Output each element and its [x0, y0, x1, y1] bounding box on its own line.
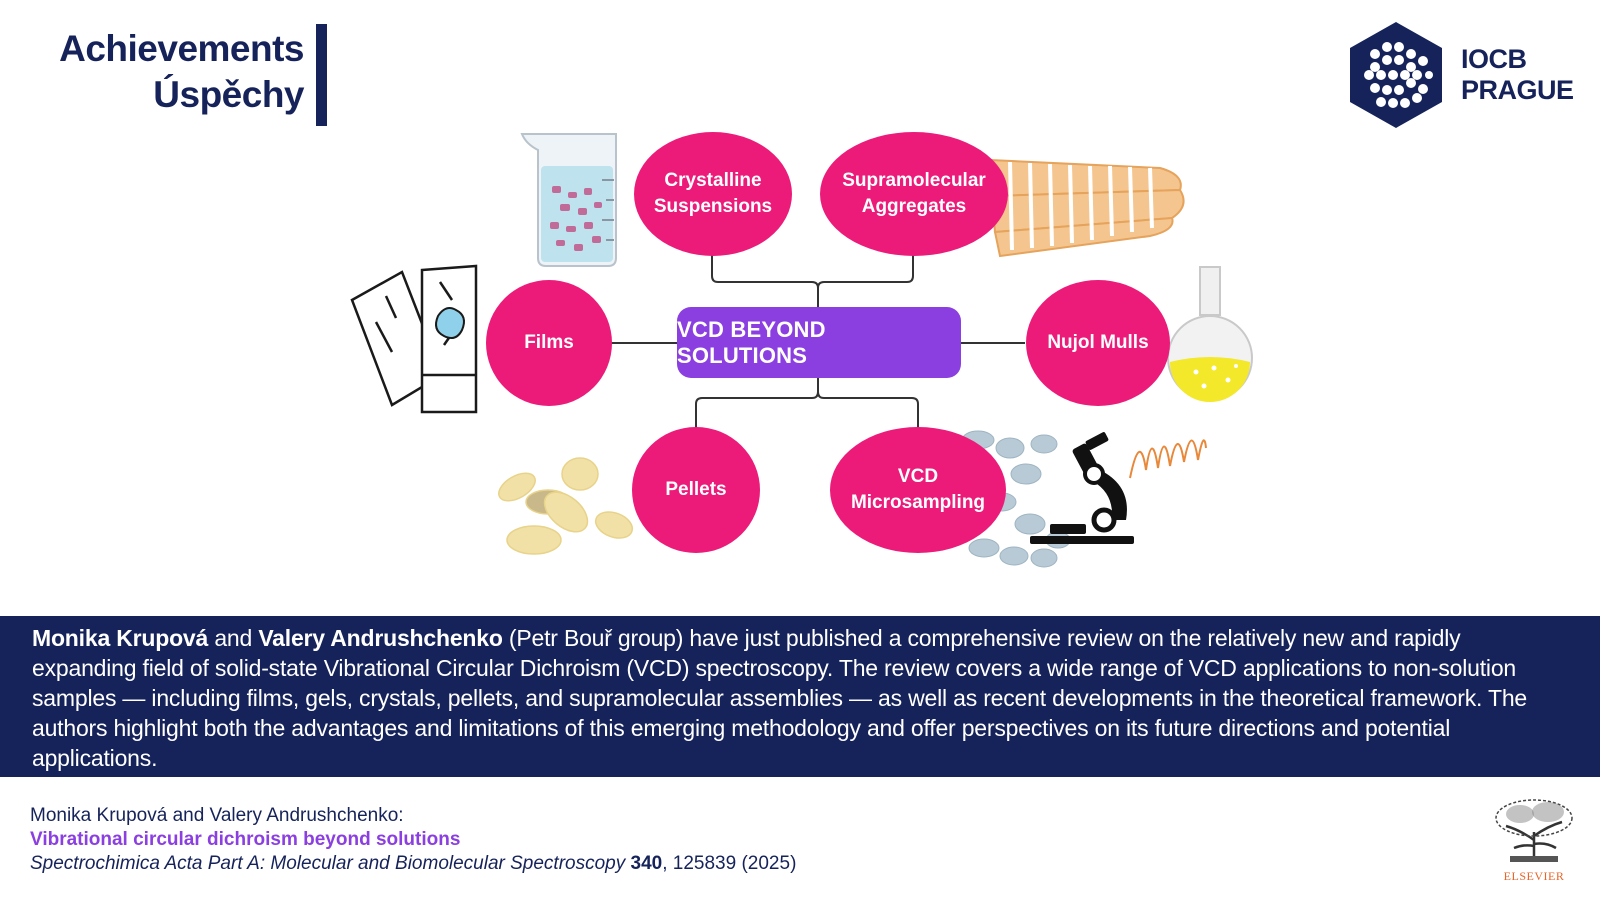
- summary-text: (Petr Bouř group) have just published a …: [32, 625, 1528, 771]
- elsevier-logo: ELSEVIER: [1490, 796, 1578, 883]
- node-crystalline-line2: Suspensions: [653, 196, 773, 217]
- node-crystalline-suspensions: Crystalline Suspensions: [634, 132, 792, 256]
- pellets-icon: [498, 457, 634, 555]
- page-title: Achievements Úspěchy: [22, 26, 304, 118]
- citation-journal: Spectrochimica Acta Part A: Molecular an…: [30, 853, 626, 874]
- logo-line1: IOCB: [1461, 44, 1527, 74]
- elsevier-label: ELSEVIER: [1503, 869, 1565, 883]
- diagram-illustrations: [350, 133, 1253, 568]
- citation-title[interactable]: Vibrational circular dichroism beyond so…: [30, 829, 461, 850]
- citation-authors: Monika Krupová and Valery Andrushchenko:: [30, 805, 404, 826]
- node-nujol-mulls: Nujol Mulls: [1026, 280, 1170, 406]
- signal-wave-icon: [1129, 439, 1207, 479]
- node-films-label: Films: [524, 332, 574, 353]
- title-achievements: Achievements: [59, 28, 304, 69]
- logo-line2: PRAGUE: [1461, 75, 1574, 105]
- citation-details: , 125839 (2025): [662, 853, 797, 874]
- center-node-vcd-beyond-solutions: VCD BEYOND SOLUTIONS: [677, 307, 961, 378]
- summary-author1: Monika Krupová: [32, 625, 209, 651]
- summary-and: and: [214, 625, 253, 651]
- microscope-icon: [1030, 432, 1134, 544]
- summary-band: Monika Krupová and Valery Andrushchenko …: [0, 616, 1600, 777]
- node-supramolecular-line1: Supramolecular: [842, 170, 986, 191]
- node-supramolecular-line2: Aggregates: [861, 196, 967, 217]
- node-pellets: Pellets: [632, 427, 760, 553]
- title-uspechy: Úspěchy: [153, 74, 304, 115]
- citation-journal-line: Spectrochimica Acta Part A: Molecular an…: [30, 852, 796, 876]
- node-microsampling-line2: Microsampling: [850, 492, 986, 513]
- node-supramolecular-aggregates: Supramolecular Aggregates: [820, 132, 1008, 256]
- node-pellets-label: Pellets: [665, 479, 727, 500]
- beaker-icon: [520, 133, 617, 267]
- summary-author2: Valery Andrushchenko: [258, 625, 503, 651]
- citation: Monika Krupová and Valery Andrushchenko:…: [30, 804, 796, 876]
- fibre-bundle-icon: [988, 158, 1185, 258]
- round-flask-icon: [1167, 266, 1253, 402]
- node-vcd-microsampling: VCD Microsampling: [830, 427, 1006, 553]
- elsevier-tree-icon: [1492, 798, 1576, 866]
- node-films: Films: [486, 280, 612, 406]
- title-accent-bar: [316, 24, 327, 126]
- node-nujol-label: Nujol Mulls: [1047, 332, 1149, 353]
- summary-paragraph: Monika Krupová and Valery Andrushchenko …: [32, 623, 1570, 773]
- node-microsampling-line1: VCD: [897, 466, 939, 487]
- node-crystalline-line1: Crystalline: [664, 170, 762, 191]
- vcd-diagram: Crystalline Suspensions Supramolecular A…: [350, 132, 1253, 568]
- connector-lines: [610, 252, 1025, 428]
- iocb-hexagon-icon: [1350, 22, 1442, 128]
- citation-volume: 340: [630, 853, 663, 874]
- iocb-logo: IOCB PRAGUE: [1346, 20, 1586, 130]
- logo-wordmark: IOCB PRAGUE: [1461, 44, 1574, 106]
- glass-slides-icon: [350, 264, 478, 414]
